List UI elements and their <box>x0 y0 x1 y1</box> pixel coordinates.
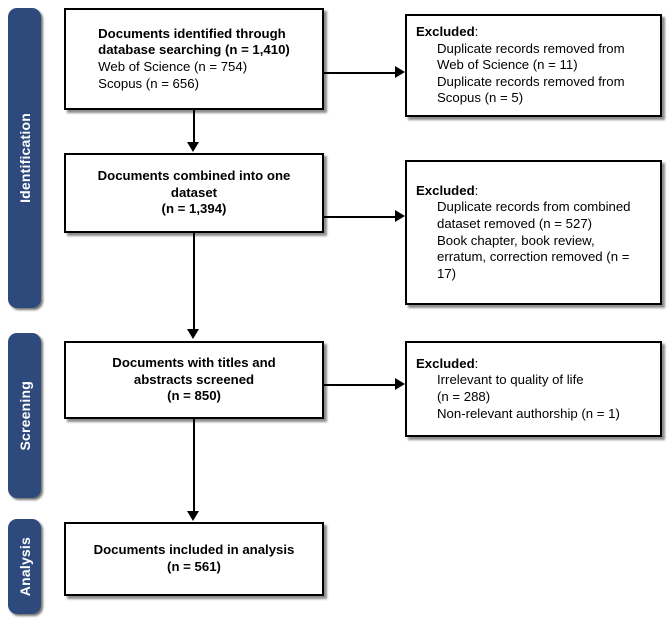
included-count: (n = 561) <box>167 559 221 574</box>
arrow-head-identified-to-combined <box>187 142 199 152</box>
excluded-line: Duplicate records from combined <box>437 199 631 215</box>
combined-title-line-1: Documents combined into one <box>97 168 291 184</box>
main-box-included-in-analysis-content: Documents included in analysis (n = 561) <box>85 536 304 581</box>
arrow-head-identified-to-excluded <box>395 66 405 78</box>
excluded-box-2-lines: Duplicate records from combined dataset … <box>416 199 631 282</box>
connector-line-screened-to-excluded <box>324 384 395 386</box>
stage-bar-identification: Identification <box>8 8 41 308</box>
excluded-line: Book chapter, book review, <box>437 232 595 248</box>
main-box-included-in-analysis: Documents included in analysis (n = 561) <box>64 522 324 596</box>
main-box-combined-dataset: Documents combined into one dataset (n =… <box>64 153 324 233</box>
combined-title-line-2: dataset <box>170 184 218 200</box>
excluded-heading-3-text: Excluded <box>416 355 475 371</box>
excluded-line: Web of Science (n = 11) <box>437 57 578 73</box>
main-box-screened-documents-content: Documents with titles and abstracts scre… <box>103 349 284 411</box>
screened-title-line-2: abstracts screened <box>133 371 255 387</box>
excluded-box-3-lines: Irrelevant to quality of life (n = 288) … <box>416 372 620 422</box>
connector-line-combined-to-screened <box>193 233 195 329</box>
arrow-head-combined-to-screened <box>187 329 199 339</box>
stage-label-analysis: Analysis <box>16 536 33 597</box>
included-title-line-1: Documents included in analysis <box>93 542 295 558</box>
screened-count: (n = 850) <box>167 388 221 404</box>
excluded-heading-3-colon: : <box>474 355 479 371</box>
identified-title-line-2: database searching (n = 1,410) <box>98 42 290 58</box>
excluded-line: Non-relevant authorship (n = 1) <box>437 405 620 421</box>
main-box-screened-documents: Documents with titles and abstracts scre… <box>64 341 324 419</box>
connector-line-identified-to-combined <box>193 110 195 142</box>
arrow-head-combined-to-excluded <box>395 210 405 222</box>
stage-bar-analysis: Analysis <box>8 519 41 614</box>
excluded-box-1-lines: Duplicate records removed from Web of Sc… <box>416 41 625 108</box>
excluded-heading-2-colon: : <box>474 182 479 198</box>
identified-title-line-1: Documents identified through <box>98 25 286 41</box>
excluded-line: erratum, correction removed (n = <box>437 249 630 265</box>
stage-label-screening: Screening <box>16 380 33 451</box>
stage-label-identification: Identification <box>16 113 33 203</box>
excluded-line: Duplicate records removed from <box>437 40 625 56</box>
excluded-heading-1-text: Excluded <box>416 23 475 39</box>
excluded-box-combined-duplicates-and-types: Excluded: Duplicate records from combine… <box>405 160 662 305</box>
connector-line-screened-to-included <box>193 419 195 511</box>
excluded-box-screening-reasons: Excluded: Irrelevant to quality of life … <box>405 341 662 437</box>
excluded-box-2-content: Excluded: Duplicate records from combine… <box>407 177 640 289</box>
excluded-line: Irrelevant to quality of life <box>437 372 584 388</box>
excluded-heading-3: Excluded: <box>416 356 620 373</box>
excluded-heading-1-colon: : <box>474 23 479 39</box>
identified-source-scopus: Scopus (n = 656) <box>98 75 199 91</box>
main-box-identified-records: Documents identified through database se… <box>64 8 324 110</box>
excluded-line: dataset removed (n = 527) <box>437 215 593 231</box>
arrow-head-screened-to-included <box>187 511 199 521</box>
excluded-heading-1: Excluded: <box>416 24 625 41</box>
main-box-combined-dataset-content: Documents combined into one dataset (n =… <box>89 162 300 224</box>
connector-line-combined-to-excluded <box>324 216 395 218</box>
excluded-heading-2-text: Excluded <box>416 182 475 198</box>
screened-title-line-1: Documents with titles and <box>112 355 276 371</box>
arrow-head-screened-to-excluded <box>395 378 405 390</box>
connector-line-identified-to-excluded <box>324 72 395 74</box>
excluded-heading-2: Excluded: <box>416 183 631 200</box>
excluded-box-1-content: Excluded: Duplicate records removed from… <box>407 18 634 113</box>
excluded-box-3-content: Excluded: Irrelevant to quality of life … <box>407 350 629 429</box>
combined-count: (n = 1,394) <box>161 201 227 217</box>
excluded-line: 17) <box>437 265 457 281</box>
excluded-line: Duplicate records removed from <box>437 73 625 89</box>
excluded-line: Scopus (n = 5) <box>437 90 524 106</box>
excluded-box-duplicates-per-database: Excluded: Duplicate records removed from… <box>405 14 662 117</box>
main-box-identified-records-content: Documents identified through database se… <box>89 20 299 99</box>
identified-source-web-of-science: Web of Science (n = 754) <box>98 59 248 74</box>
stage-bar-screening: Screening <box>8 333 41 498</box>
excluded-line: (n = 288) <box>437 389 491 404</box>
